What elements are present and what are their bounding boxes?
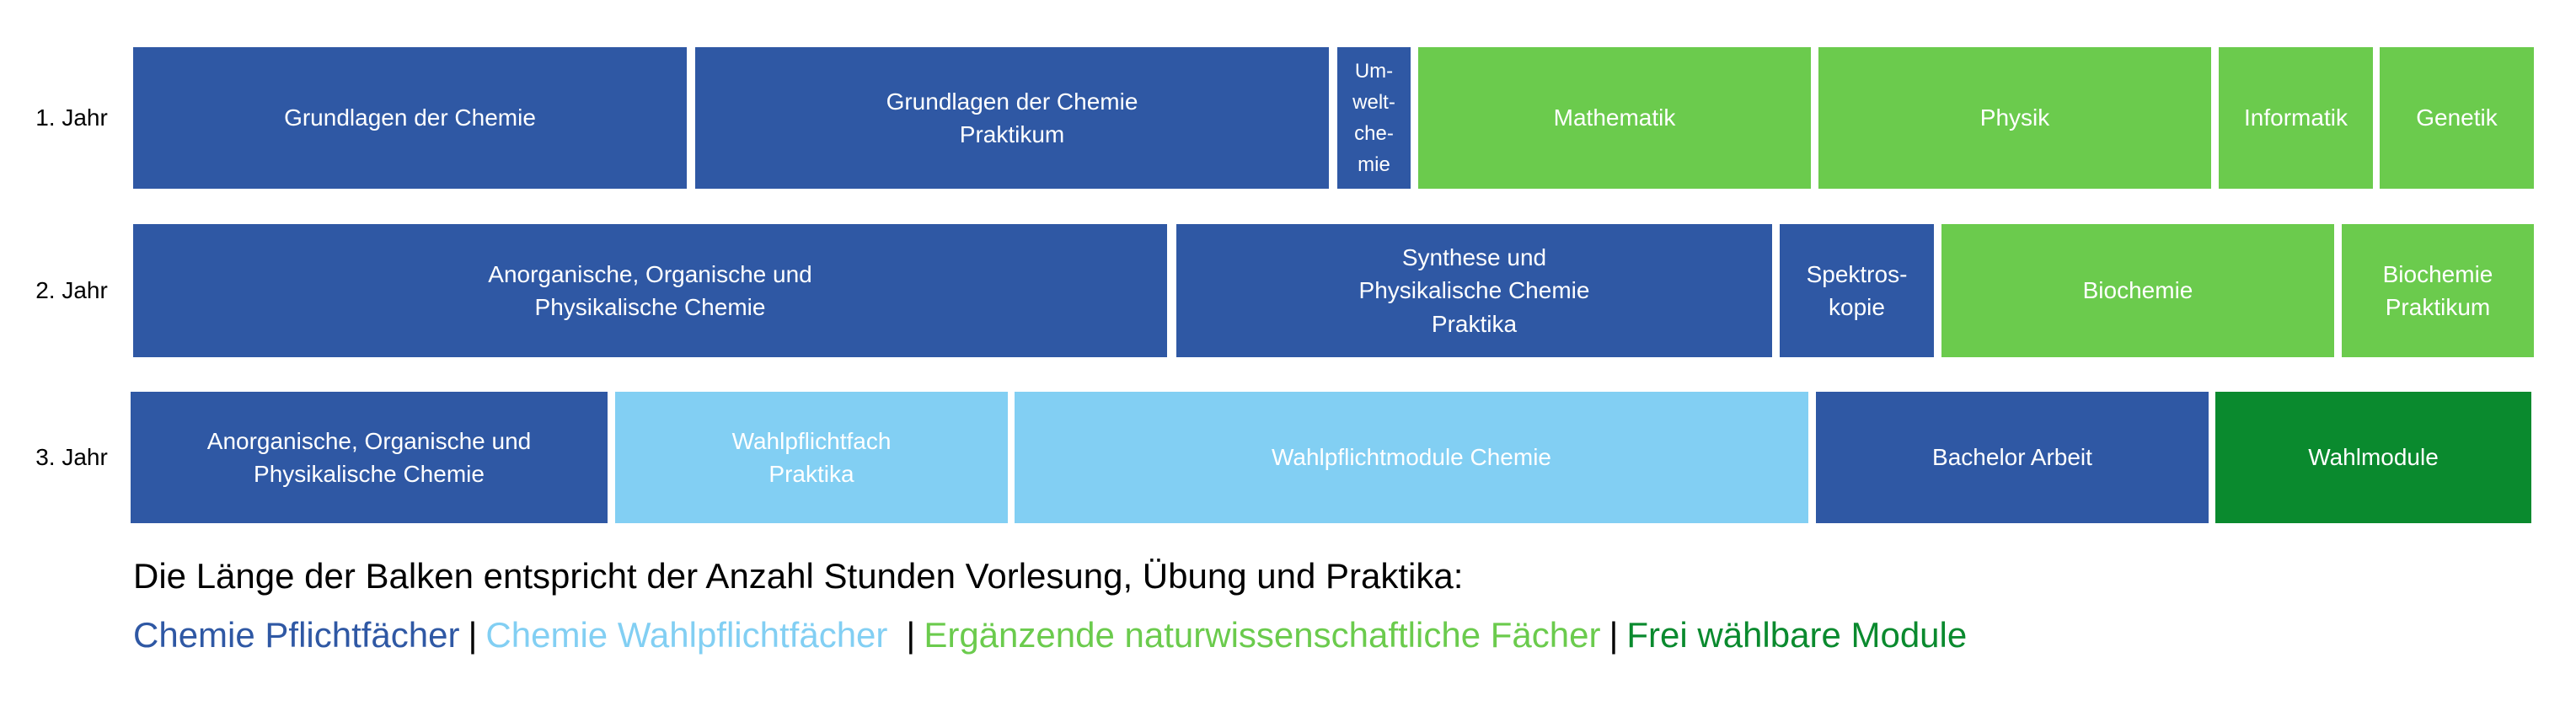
- module-wahlpflichtfach-praktika: Wahlpflichtfach Praktika: [615, 392, 1008, 523]
- legend-item-frei: Frei wählbare Module: [1626, 615, 1968, 655]
- year-label-1: 1. Jahr: [35, 104, 108, 131]
- module-spektroskopie: Spektros- kopie: [1780, 224, 1934, 357]
- legend-separator: |: [1609, 615, 1619, 655]
- module-wahlpflichtmodule-chemie: Wahlpflichtmodule Chemie: [1015, 392, 1808, 523]
- module-informatik: Informatik: [2219, 47, 2373, 189]
- module-biochemie-praktikum: Biochemie Praktikum: [2342, 224, 2534, 357]
- length-note: Die Länge der Balken entspricht der Anza…: [133, 556, 1464, 596]
- module-anorg-org-phys-chemie-2: Anorganische, Organische und Physikalisc…: [133, 224, 1167, 357]
- module-umweltchemie: Um- welt- che- mie: [1337, 47, 1411, 189]
- legend: Chemie Pflichtfächer|Chemie Wahlpflichtf…: [133, 615, 1967, 655]
- module-wahlmodule: Wahlmodule: [2215, 392, 2531, 523]
- legend-separator: |: [906, 615, 916, 655]
- module-anorg-org-phys-chemie-3: Anorganische, Organische und Physikalisc…: [131, 392, 608, 523]
- legend-item-pflicht: Chemie Pflichtfächer: [133, 615, 460, 655]
- legend-item-ergaenzend: Ergänzende naturwissenschaftliche Fächer: [924, 615, 1601, 655]
- module-bachelor-arbeit: Bachelor Arbeit: [1816, 392, 2209, 523]
- legend-separator: |: [468, 615, 478, 655]
- module-genetik: Genetik: [2380, 47, 2534, 189]
- module-synthese-praktika: Synthese und Physikalische Chemie Prakti…: [1176, 224, 1772, 357]
- module-biochemie: Biochemie: [1941, 224, 2334, 357]
- year-label-2: 2. Jahr: [35, 277, 108, 303]
- legend-item-wahlpflicht: Chemie Wahlpflichtfächer: [485, 615, 888, 655]
- module-physik: Physik: [1818, 47, 2211, 189]
- year-label-3: 3. Jahr: [35, 444, 108, 470]
- module-grundlagen-chemie-praktikum: Grundlagen der Chemie Praktikum: [695, 47, 1329, 189]
- module-mathematik: Mathematik: [1418, 47, 1811, 189]
- module-grundlagen-chemie: Grundlagen der Chemie: [133, 47, 687, 189]
